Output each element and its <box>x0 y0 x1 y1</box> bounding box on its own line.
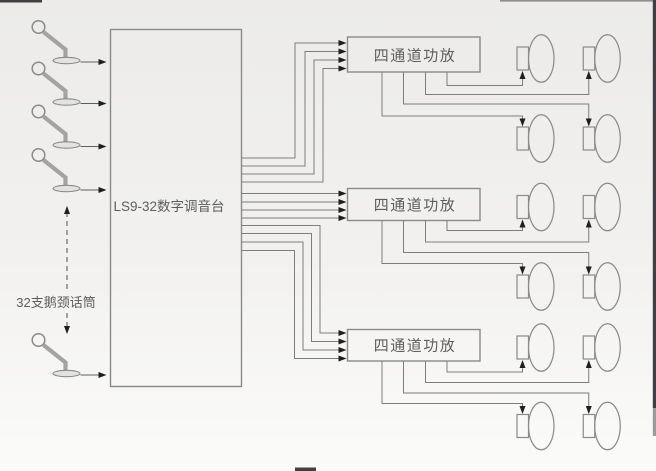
amplifier-3-label: 四通道功放 <box>374 338 457 355</box>
speaker-icon-g1-right-upper <box>582 34 621 83</box>
gooseneck-mic-icon-4 <box>31 147 81 193</box>
speaker-icon-g1-left-lower <box>516 114 555 163</box>
amp3-to-speaker-wires <box>381 360 592 414</box>
gooseneck-mic-icon-3 <box>31 104 81 149</box>
mixer-to-amp1-wires <box>241 40 347 183</box>
speaker-icon-g3-right-upper <box>582 323 621 372</box>
mixer-label: LS9-32数字调音台 <box>113 198 224 214</box>
gooseneck-mic-icon-2 <box>31 61 81 106</box>
speaker-icon-g2-right-upper <box>582 182 621 232</box>
amplifier-box-1 <box>346 36 481 73</box>
speaker-icon-g3-right-lower <box>582 401 621 451</box>
gooseneck-mic-icon-1 <box>31 19 81 65</box>
speaker-icon-g1-right-lower <box>582 114 621 163</box>
mixer-box <box>109 28 243 388</box>
amp1-to-speaker-wires <box>381 71 592 127</box>
speaker-icon-g2-left-lower <box>516 262 555 311</box>
speaker-icon-g3-left-upper <box>516 323 555 372</box>
mixer-to-amp2-wires <box>241 190 347 221</box>
speaker-icon-g2-right-lower <box>582 262 621 311</box>
speaker-icon-g1-left-upper <box>516 34 555 83</box>
amplifier-box-2 <box>346 187 481 222</box>
amp2-to-speaker-wires <box>381 219 592 275</box>
amplifier-box-3 <box>346 328 481 362</box>
speaker-icon-g3-left-lower <box>516 401 555 451</box>
speaker-icon-g2-left-upper <box>516 182 555 232</box>
mic-group-label: 32支鹅颈话筒 <box>16 295 95 310</box>
amplifier-2-label: 四通道功放 <box>374 197 457 214</box>
mixer-to-amp3-wires <box>241 225 347 362</box>
gooseneck-mic-icon-5 <box>31 332 81 378</box>
amplifier-1-label: 四通道功放 <box>374 48 457 65</box>
